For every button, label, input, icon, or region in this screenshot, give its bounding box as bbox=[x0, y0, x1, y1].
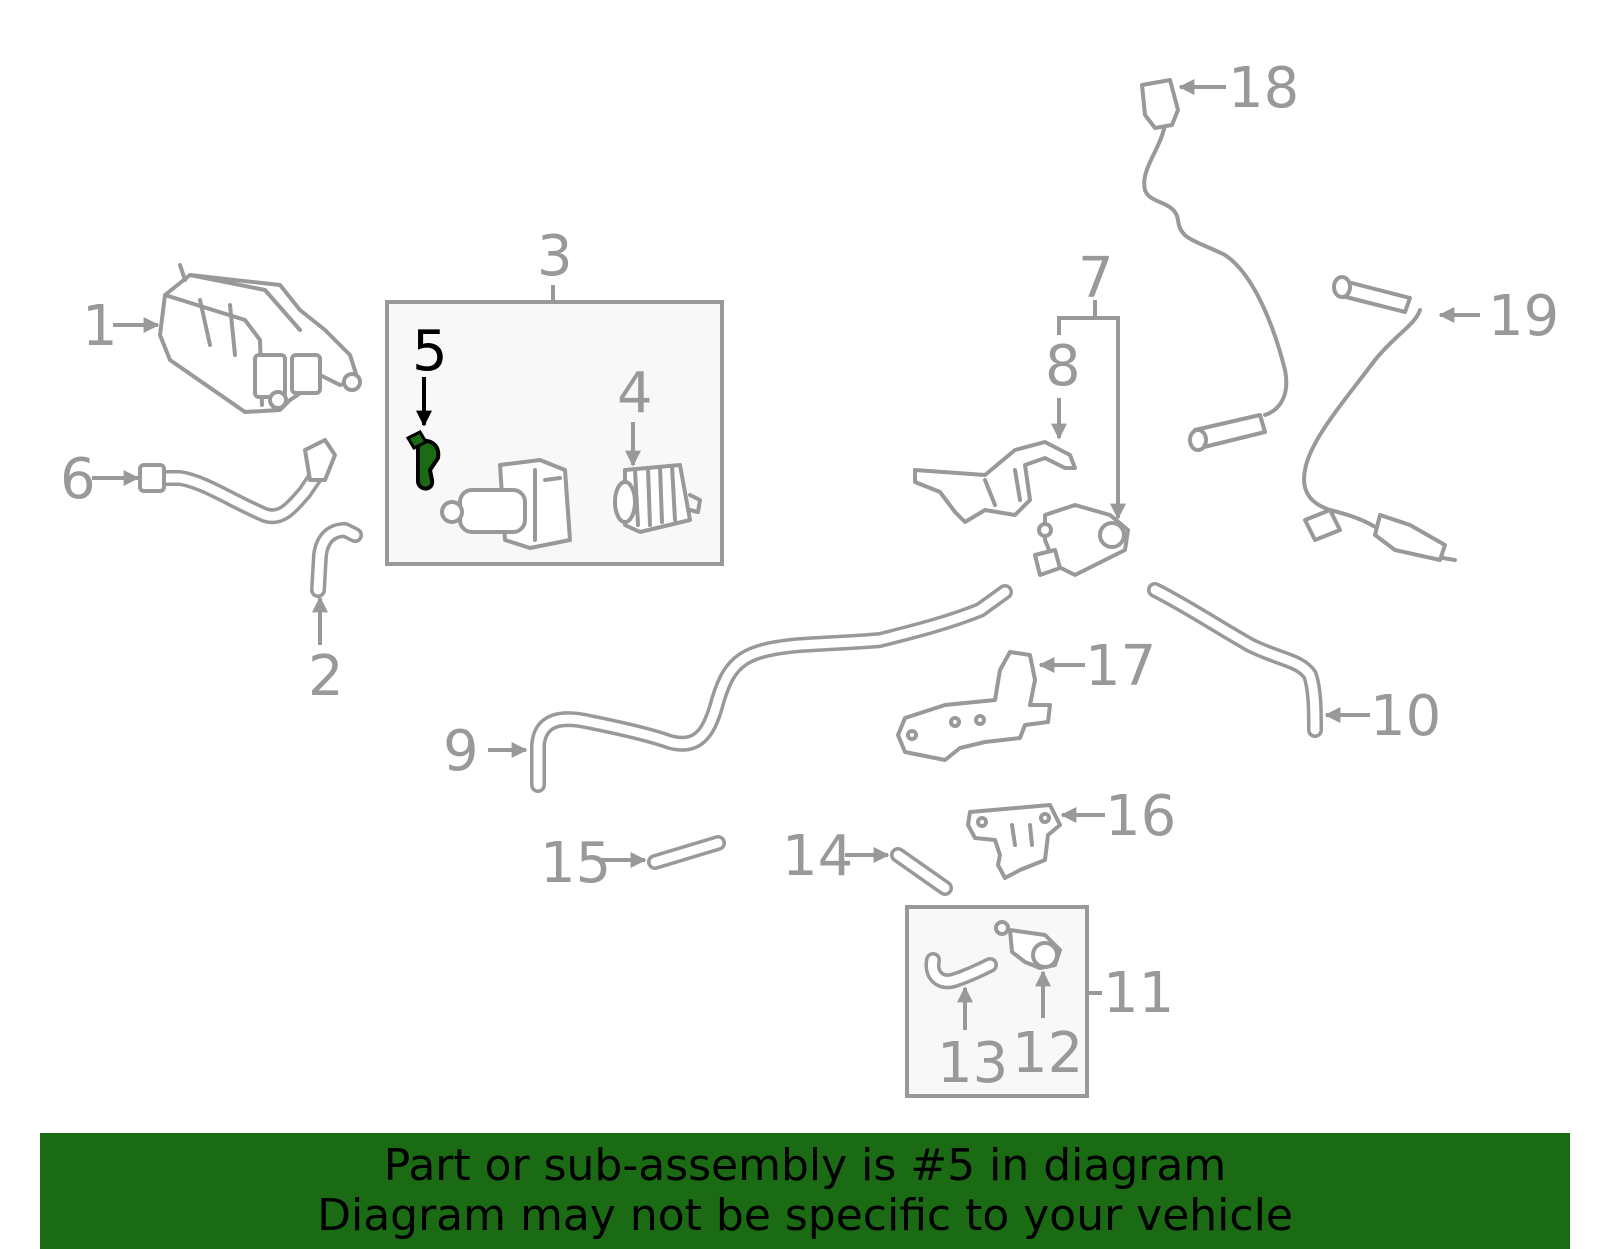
part-14-tube[interactable] bbox=[890, 847, 953, 896]
part-18-sensor[interactable] bbox=[1140, 78, 1289, 452]
part-9-hose[interactable] bbox=[530, 584, 1013, 793]
callout-12: 12 bbox=[1012, 1021, 1083, 1086]
part-13-hose[interactable] bbox=[924, 952, 998, 990]
callout-1: 1 bbox=[82, 294, 118, 359]
part-5-highlighted[interactable] bbox=[405, 430, 441, 491]
leader-7 bbox=[1057, 316, 1126, 520]
part-8-bracket[interactable] bbox=[913, 440, 1077, 524]
part-3-valve[interactable] bbox=[440, 458, 572, 550]
callout-9: 9 bbox=[443, 719, 479, 784]
banner-line-2: Diagram may not be specific to your vehi… bbox=[317, 1190, 1293, 1241]
part-2-hose[interactable] bbox=[310, 522, 363, 598]
callout-7: 7 bbox=[1078, 246, 1114, 311]
part-10-hose[interactable] bbox=[1147, 582, 1323, 738]
callout-15: 15 bbox=[540, 831, 611, 896]
callout-17: 17 bbox=[1085, 634, 1156, 699]
part-15-tube[interactable] bbox=[647, 835, 726, 870]
callout-3: 3 bbox=[537, 224, 573, 289]
part-1-canister[interactable] bbox=[158, 263, 362, 414]
part-12-valve[interactable] bbox=[994, 920, 1062, 970]
callout-4: 4 bbox=[617, 361, 653, 426]
part-6-hose[interactable] bbox=[138, 438, 337, 525]
assembly-11-box bbox=[905, 905, 1089, 1098]
callout-11: 11 bbox=[1103, 961, 1174, 1026]
callout-10: 10 bbox=[1370, 684, 1441, 749]
callout-2: 2 bbox=[308, 644, 344, 709]
banner-line-1: Part or sub-assembly is #5 in diagram bbox=[383, 1140, 1227, 1191]
callout-13: 13 bbox=[937, 1031, 1008, 1096]
info-banner: Part or sub-assembly is #5 in diagram Di… bbox=[40, 1133, 1570, 1249]
part-19-sensor[interactable] bbox=[1302, 275, 1457, 562]
callout-14: 14 bbox=[782, 824, 853, 889]
callout-6: 6 bbox=[60, 447, 96, 512]
part-4-solenoid[interactable] bbox=[613, 463, 702, 534]
callout-5: 5 bbox=[412, 319, 448, 384]
part-17-bracket[interactable] bbox=[896, 650, 1052, 762]
parts-diagram: 1 2 3 4 5 6 7 8 9 10 11 12 13 14 15 16 1… bbox=[60, 56, 1559, 1098]
callout-18: 18 bbox=[1228, 56, 1299, 121]
callout-8: 8 bbox=[1045, 334, 1081, 399]
callout-16: 16 bbox=[1105, 784, 1176, 849]
part-16-bracket[interactable] bbox=[966, 803, 1062, 880]
callout-19: 19 bbox=[1488, 284, 1559, 349]
part-7-valve[interactable] bbox=[1033, 503, 1130, 577]
